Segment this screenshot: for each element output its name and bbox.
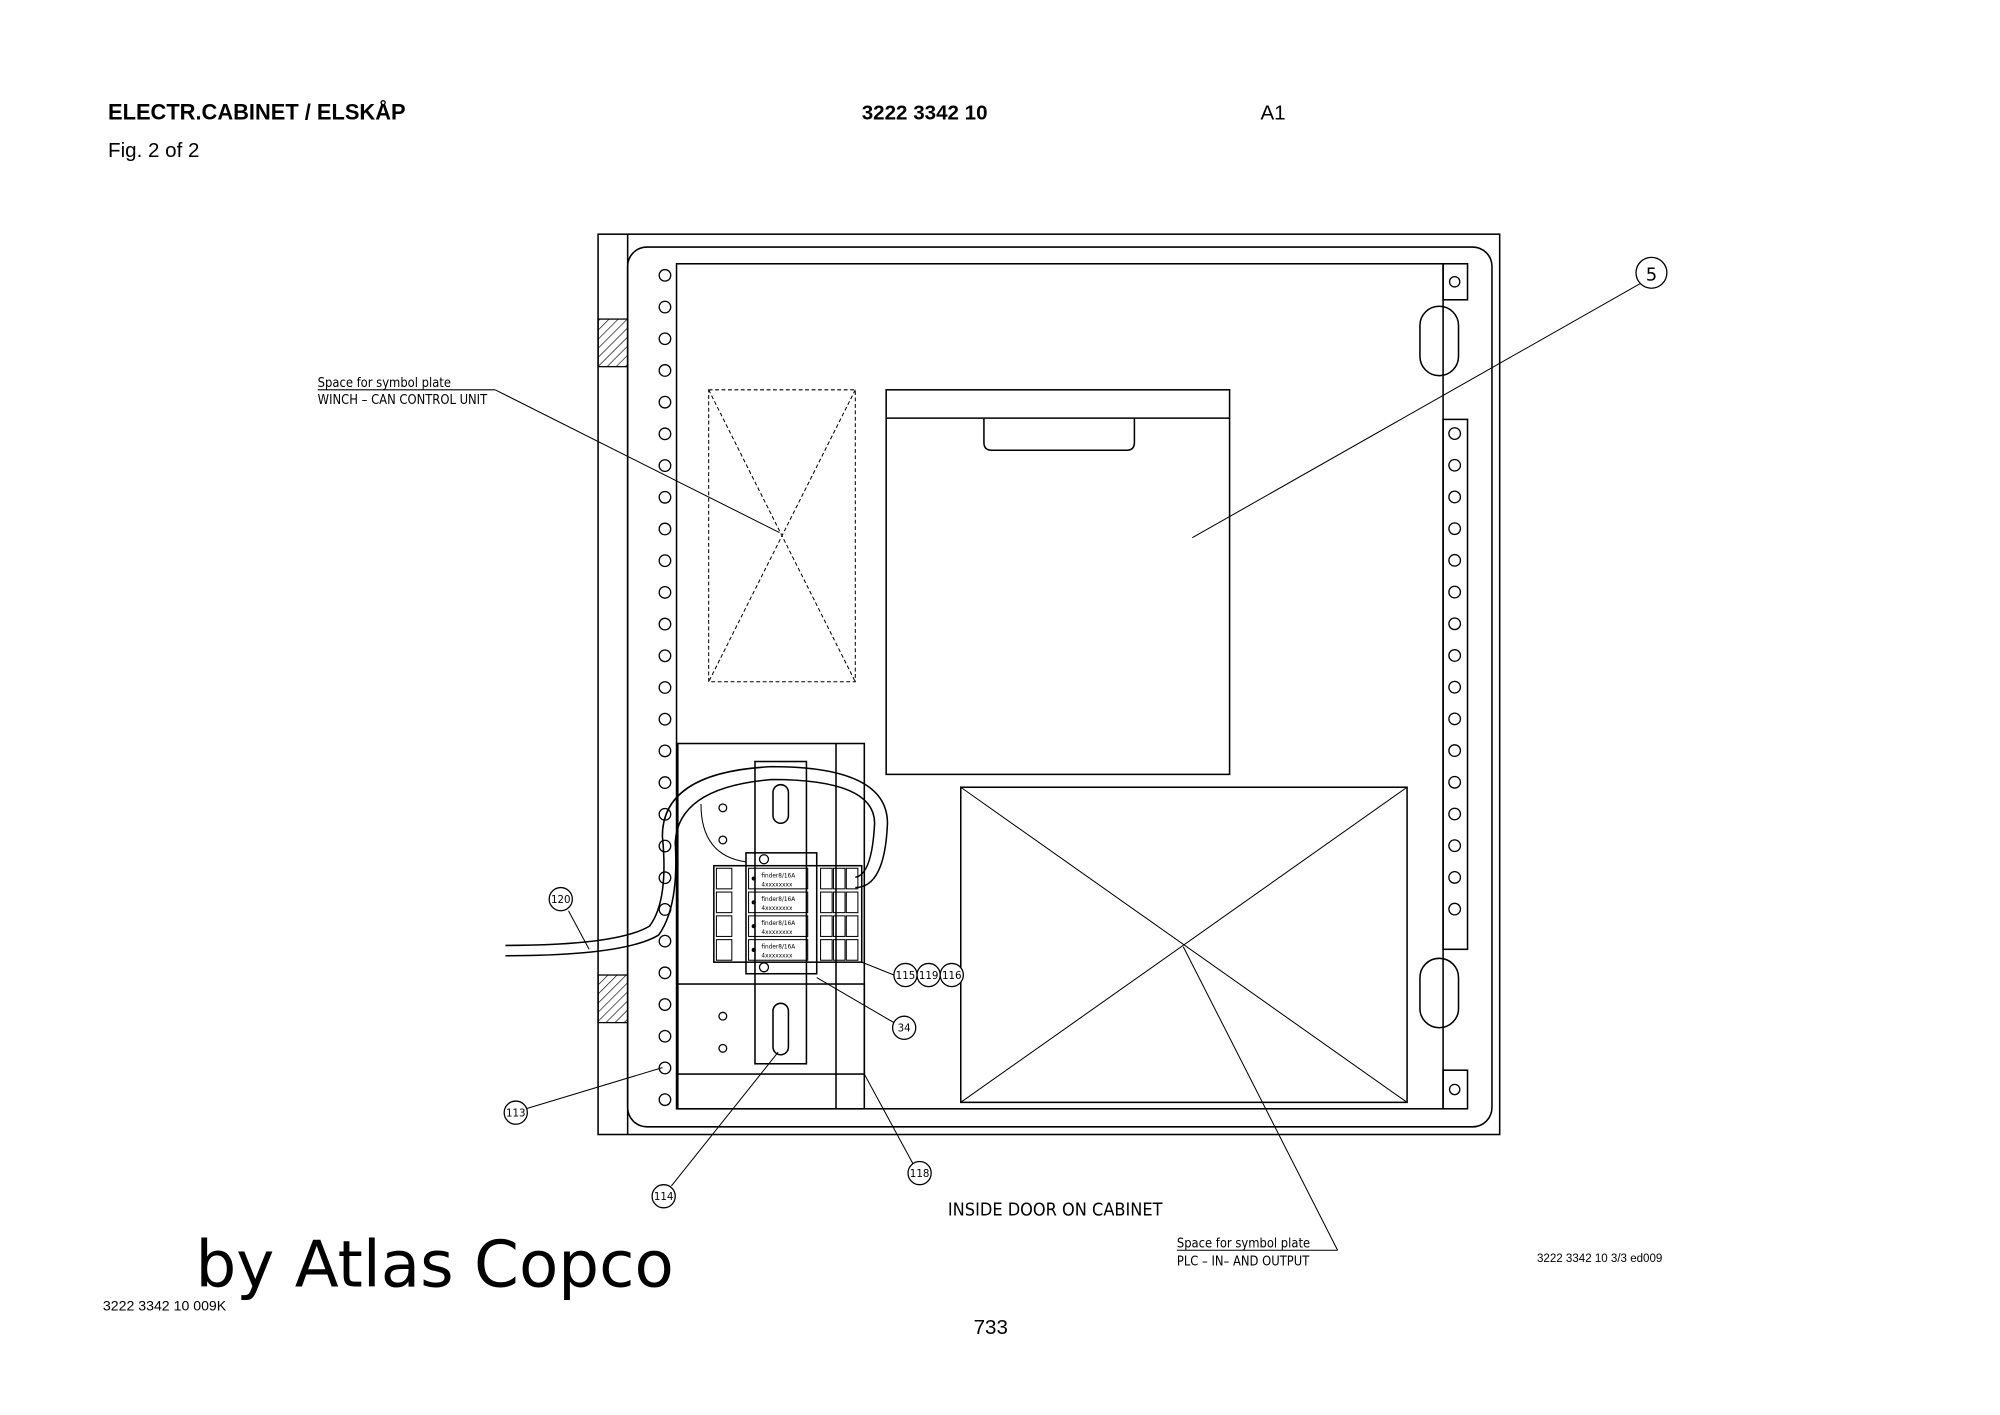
- svg-text:5: 5: [1646, 264, 1657, 285]
- mounting-hole: [1448, 807, 1462, 821]
- svg-text:34: 34: [898, 1023, 911, 1035]
- mounting-hole: [658, 871, 672, 885]
- mounting-hole: [1448, 775, 1462, 789]
- page-number: 733: [974, 1316, 1008, 1339]
- mounting-hole: [658, 459, 672, 473]
- figure-number: Fig. 2 of 2: [108, 139, 199, 162]
- callout-5: 5: [1635, 256, 1668, 289]
- mounting-hole: [658, 998, 672, 1011]
- part-number: 3222 3342 10: [862, 102, 988, 125]
- mounting-hole: [658, 617, 672, 631]
- cabinet-door-drawing: finder8/16A 4xxxxxxxx finder8/16A 4xxxxxxxx…: [505, 233, 1501, 1136]
- sheet-title: ELECTR.CABINET / ELSKÅP: [108, 99, 406, 125]
- mounting-hole: [658, 681, 672, 694]
- svg-text:118: 118: [910, 1168, 930, 1180]
- drawing-reference: 3222 3342 10 3/3 ed009: [1537, 1253, 1662, 1265]
- mounting-hole: [658, 585, 672, 599]
- callout-34: 34: [891, 1015, 917, 1040]
- mounting-hole: [658, 966, 672, 980]
- mounting-hole: [658, 490, 672, 504]
- mounting-hole: [1448, 744, 1462, 758]
- callout-115: 115: [893, 962, 918, 988]
- mounting-hole: [1448, 649, 1462, 662]
- svg-text:120: 120: [551, 894, 571, 906]
- relay-label: finder8/16A: [761, 945, 795, 951]
- plc-label-line2: PLC – IN– AND OUTPUT: [1177, 1255, 1310, 1270]
- mounting-hole: [1448, 680, 1462, 694]
- svg-text:114: 114: [654, 1191, 674, 1203]
- mounting-hole: [658, 554, 672, 568]
- mounting-hole: [658, 522, 672, 536]
- mounting-hole: [658, 649, 672, 663]
- callout-119: 119: [916, 962, 941, 988]
- sheet-size: A1: [1260, 102, 1285, 125]
- mounting-hole: [1448, 522, 1462, 536]
- relay: [748, 891, 809, 914]
- relay-code: 4xxxxxxxx: [761, 930, 793, 936]
- mounting-hole: [658, 712, 672, 726]
- mounting-hole: [658, 744, 672, 758]
- svg-text:116: 116: [942, 970, 962, 982]
- mounting-hole: [658, 427, 672, 441]
- mounting-hole: [1448, 617, 1462, 631]
- mounting-hole: [658, 1061, 672, 1075]
- relay-code: 4xxxxxxxx: [761, 882, 793, 888]
- mounting-hole: [1448, 839, 1462, 853]
- winch-label-line1: Space for symbol plate: [318, 376, 451, 391]
- mounting-hole: [1448, 490, 1462, 504]
- mounting-hole: [658, 300, 672, 314]
- relay-code: 4xxxxxxxx: [761, 954, 793, 960]
- mounting-hole: [1448, 902, 1462, 916]
- callout-113: 113: [503, 1100, 528, 1125]
- mounting-hole: [1448, 585, 1462, 599]
- callout-120: 120: [548, 886, 573, 912]
- callout-114: 114: [651, 1184, 676, 1209]
- mounting-hole: [658, 332, 672, 346]
- relay-code: 4xxxxxxxx: [761, 906, 793, 912]
- relay: [748, 867, 809, 890]
- mounting-hole: [658, 268, 672, 282]
- relay: [748, 915, 809, 937]
- mounting-hole: [658, 364, 672, 377]
- callout-116: 116: [939, 962, 964, 988]
- svg-text:113: 113: [506, 1108, 526, 1120]
- svg-text:119: 119: [919, 970, 939, 982]
- mounting-hole: [658, 395, 672, 409]
- mounting-hole: [658, 934, 672, 948]
- mounting-hole: [1448, 712, 1462, 726]
- callout-118: 118: [907, 1160, 932, 1186]
- relay: [748, 939, 809, 961]
- mounting-hole: [658, 839, 672, 853]
- watermark: by Atlas Copco: [195, 1227, 673, 1302]
- document-reference: 3222 3342 10 009K: [103, 1298, 227, 1314]
- relay-label: finder8/16A: [761, 921, 795, 927]
- relay-label: finder8/16A: [761, 873, 795, 879]
- mounting-hole: [658, 776, 672, 790]
- mounting-hole: [1448, 553, 1462, 567]
- mounting-hole: [1448, 870, 1462, 884]
- relay-label: finder8/16A: [761, 897, 795, 903]
- plc-label-line1: Space for symbol plate: [1177, 1237, 1310, 1252]
- mounting-hole: [1448, 427, 1462, 440]
- mounting-hole: [658, 1029, 672, 1043]
- svg-text:115: 115: [896, 970, 916, 982]
- mounting-hole: [658, 1093, 672, 1107]
- leader-lines: [317, 282, 1642, 1251]
- winch-label-line2: WINCH – CAN CONTROL UNIT: [318, 393, 488, 408]
- mounting-hole: [1448, 458, 1462, 472]
- drawing-caption: INSIDE DOOR ON CABINET: [948, 1200, 1163, 1221]
